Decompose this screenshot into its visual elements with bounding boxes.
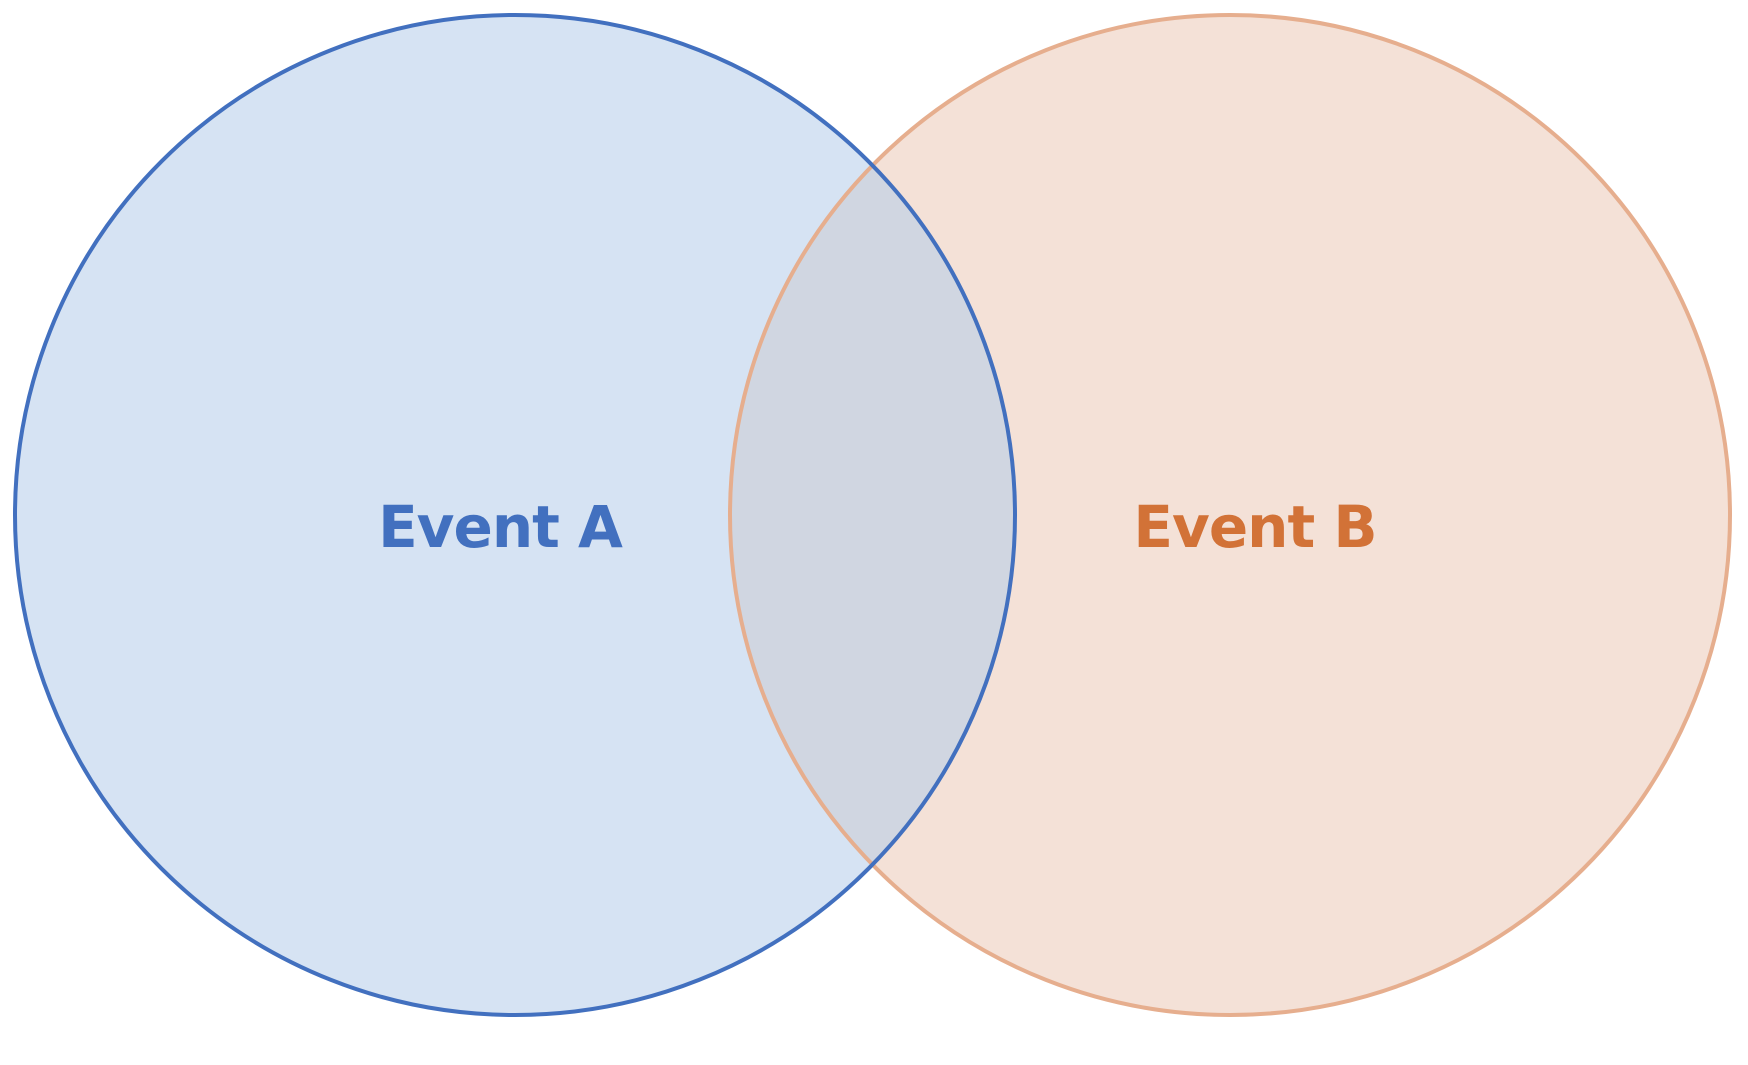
event-b-circle	[730, 15, 1730, 1015]
event-a-label: Event A	[378, 493, 623, 561]
event-b-label: Event B	[1133, 493, 1376, 561]
event-b-outline	[728, 13, 1732, 1017]
event-a-circle	[15, 15, 1015, 1015]
event-a-outline	[13, 13, 1017, 1017]
